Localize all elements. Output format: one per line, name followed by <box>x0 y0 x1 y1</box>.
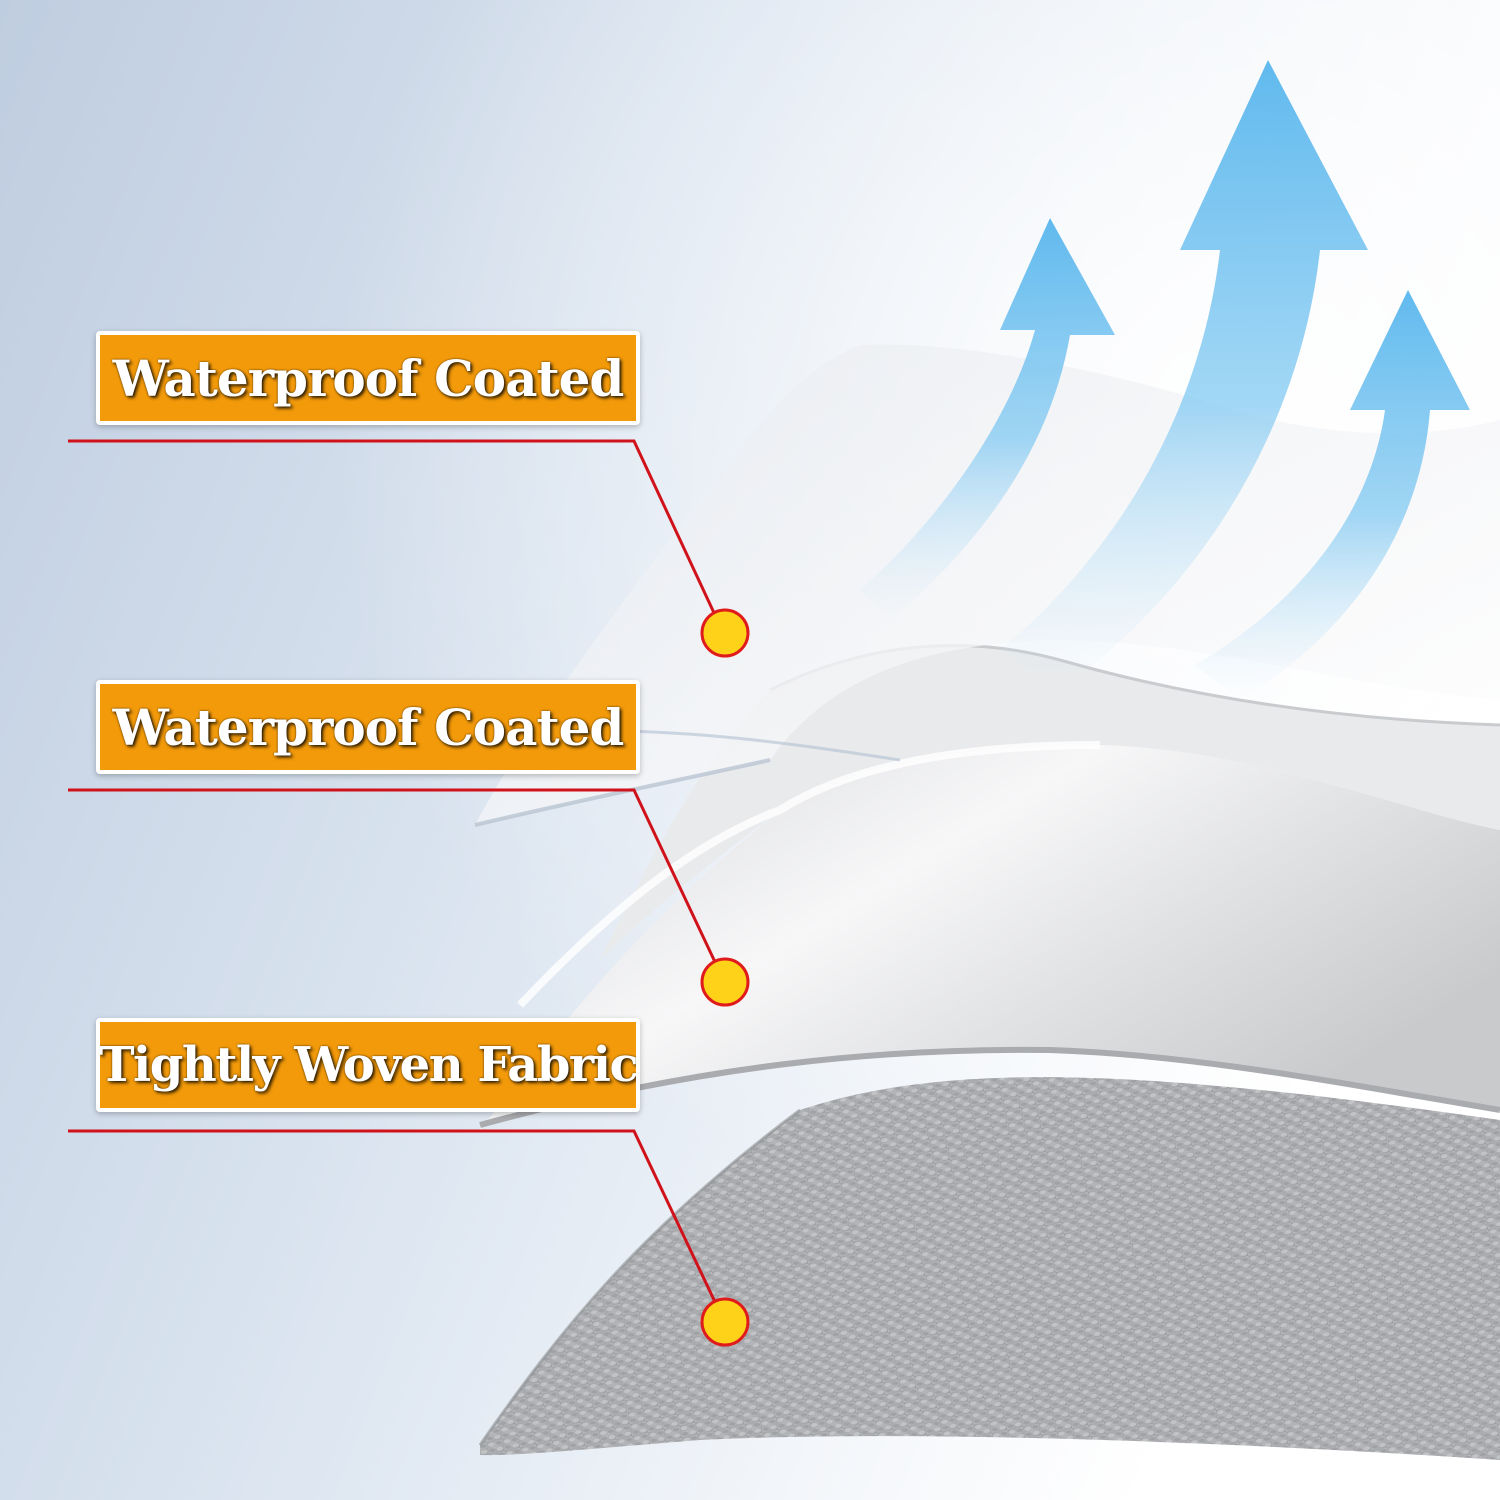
up-arrow-icon <box>1195 290 1470 700</box>
marker-dot-icon <box>700 1297 750 1347</box>
up-arrow-icon <box>1000 60 1368 690</box>
layer-label-2: Waterproof Coated <box>96 680 640 774</box>
leader-line-2 <box>68 788 717 963</box>
leader-line-3 <box>68 1129 717 1303</box>
up-arrow-icon <box>860 218 1115 620</box>
marker-dot-icon <box>700 957 750 1007</box>
woven-fabric-layer <box>478 1077 1500 1460</box>
leader-line-1 <box>68 439 717 616</box>
layer-label-3: Tightly Woven Fabric <box>96 1018 640 1112</box>
layer-label-1: Waterproof Coated <box>96 331 640 425</box>
marker-dot-icon <box>700 608 750 658</box>
